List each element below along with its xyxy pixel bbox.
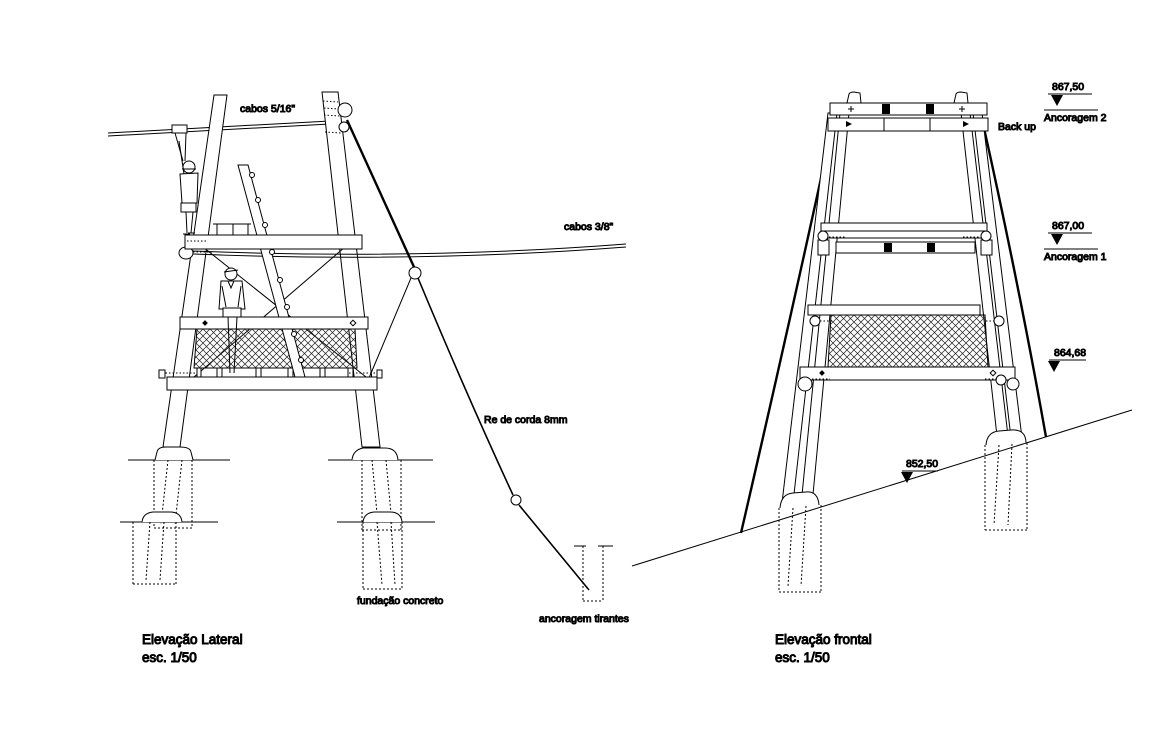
- rope-link-icon: [510, 494, 522, 506]
- label-backup: Back up: [998, 121, 1036, 133]
- marker-value: 864,68: [1054, 347, 1086, 359]
- marker-label: Ancoragem 2: [1044, 112, 1107, 124]
- lateral-scale: esc. 1/50: [142, 650, 197, 665]
- backstay-tie: [345, 119, 590, 591]
- anchor-eye-icon: [1006, 377, 1020, 391]
- elevation-marker-867-50: 867,50 Ancoragem 2: [1044, 81, 1108, 125]
- anchor-eye-icon: [797, 376, 813, 392]
- backstay-right: [982, 127, 1048, 438]
- label-cable-3-8: cabos 3/8": [564, 221, 614, 233]
- cap-icon: [224, 267, 238, 281]
- lateral-elevation-drawing: cabos 5/16" cabos 3/8" Re de corda 8mm f…: [107, 91, 629, 666]
- frontal-title: Elevação frontal: [775, 632, 872, 647]
- top-anchor-assembly: [827, 91, 989, 132]
- elevation-marker-864-68: 864,68: [1048, 347, 1087, 372]
- foundation-front-right: [984, 429, 1028, 531]
- lateral-title: Elevação Lateral: [142, 632, 243, 647]
- upper-platform: [184, 223, 363, 250]
- anchor-eye-icon: [817, 230, 829, 242]
- cable-saddle-left: [846, 91, 862, 104]
- net-platform: [797, 304, 1020, 392]
- elevation-marker-852-50: 852,50: [901, 458, 939, 483]
- deck-slats: [196, 367, 354, 378]
- label-tie-anchor: ancoragem tirantes: [539, 613, 629, 625]
- worker-figure: [218, 267, 246, 374]
- label-rope-net: Re de corda 8mm: [484, 414, 568, 426]
- cable-clamp-hardware: [322, 100, 353, 134]
- rear-post: [321, 91, 381, 448]
- marker-value: 867,50: [1052, 81, 1084, 93]
- safety-net-hatch: [827, 314, 989, 368]
- label-foundation: fundação concreto: [357, 595, 444, 607]
- tie-anchor-buried: [574, 545, 613, 602]
- elevation-marker-867-00: 867,00 Ancoragem 1: [1044, 220, 1108, 264]
- anchor-eye-icon: [980, 230, 992, 242]
- zipline-rider-figure: [171, 124, 199, 235]
- middle-anchor-platform: [817, 222, 993, 256]
- trolley-icon: [171, 124, 188, 134]
- foundation-front-left: [778, 491, 822, 593]
- frontal-scale: esc. 1/50: [775, 650, 830, 665]
- marker-label: Ancoragem 1: [1044, 251, 1107, 263]
- frontal-elevation-drawing: 867,50 Ancoragem 2 867,00 Ancoragem 1 86…: [631, 81, 1133, 666]
- anchor-eye-icon: [995, 374, 1007, 386]
- pulley-icon: [408, 266, 422, 280]
- marker-value: 867,00: [1052, 220, 1084, 232]
- label-cable-5-16: cabos 5/16": [240, 103, 295, 115]
- cable-saddle-right: [953, 91, 969, 104]
- helmet-icon: [182, 160, 196, 174]
- pulley-icon: [337, 102, 353, 118]
- safety-net-hatch: [193, 328, 358, 369]
- anchor-eye-icon: [993, 315, 1005, 327]
- marker-value: 852,50: [906, 458, 938, 470]
- foundation-right: [328, 447, 435, 590]
- lower-platform: [158, 369, 383, 391]
- anchor-eye-icon: [809, 315, 821, 327]
- middle-guardrail-beam: [179, 316, 369, 330]
- front-post: [162, 94, 228, 448]
- terrain-line: [631, 409, 1133, 567]
- foundation-left: [120, 446, 230, 585]
